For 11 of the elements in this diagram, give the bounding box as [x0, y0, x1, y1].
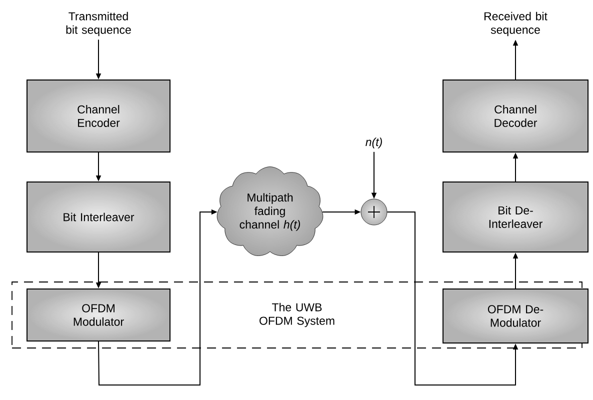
process-box: Channel Decoder [442, 80, 588, 152]
process-box: OFDM Modulator [26, 288, 170, 342]
channel-cloud: Multipath fading channel h(t) [216, 166, 324, 256]
process-box: Bit De-Interleaver [442, 182, 588, 252]
process-box: Bit Interleaver [26, 182, 170, 252]
adder-circle [360, 198, 388, 226]
noise-label: n(t) [366, 138, 382, 148]
process-box: Channel Encoder [26, 80, 170, 152]
io-label: Received bit sequence [484, 12, 548, 36]
io-label: Transmitted bit sequence [66, 12, 131, 36]
process-box: OFDM De-Modulator [442, 288, 588, 344]
